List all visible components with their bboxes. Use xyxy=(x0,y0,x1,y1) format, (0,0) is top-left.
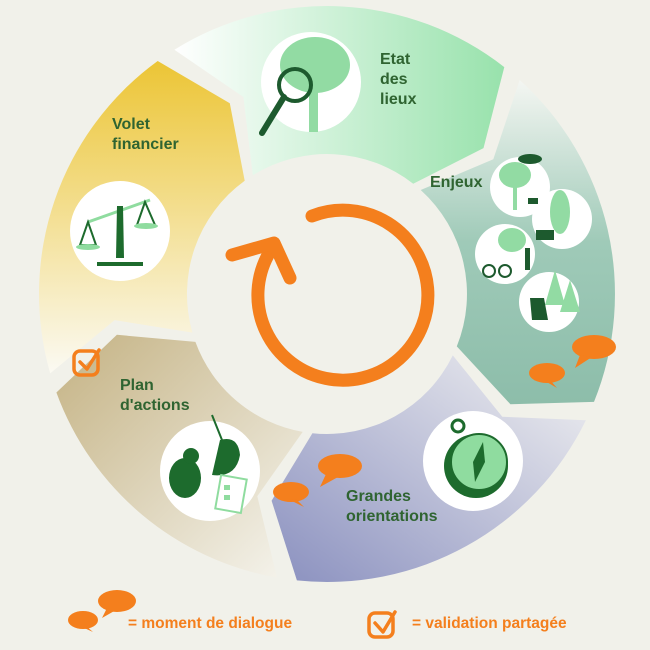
cycle-arrow-icon xyxy=(225,203,435,387)
speech-bubbles-icon xyxy=(273,454,362,507)
speech-bubbles-icon xyxy=(529,335,616,388)
step-label-enjeux: Enjeux xyxy=(430,174,483,191)
legend-speech-bubbles-icon xyxy=(68,590,136,632)
forest-uses-icon xyxy=(475,154,592,332)
legend-dialogue: = moment de dialogue xyxy=(128,615,293,632)
legend-validation: = validation partagée xyxy=(412,615,567,632)
legend-checkbox-icon xyxy=(367,610,397,639)
scales-icon xyxy=(70,181,170,281)
step-label-etat: Etat des lieux xyxy=(380,51,417,108)
compass-icon xyxy=(423,411,523,511)
step-label-plan-actions: Plan d'actions xyxy=(120,377,190,414)
planting-checklist-icon xyxy=(160,414,260,521)
step-label-volet-financier: Volet financier xyxy=(112,116,179,153)
magnifier-tree-icon xyxy=(259,32,361,136)
checkbox-icon xyxy=(72,348,101,377)
step-label-grandes-orientations: Grandes orientations xyxy=(346,488,438,525)
